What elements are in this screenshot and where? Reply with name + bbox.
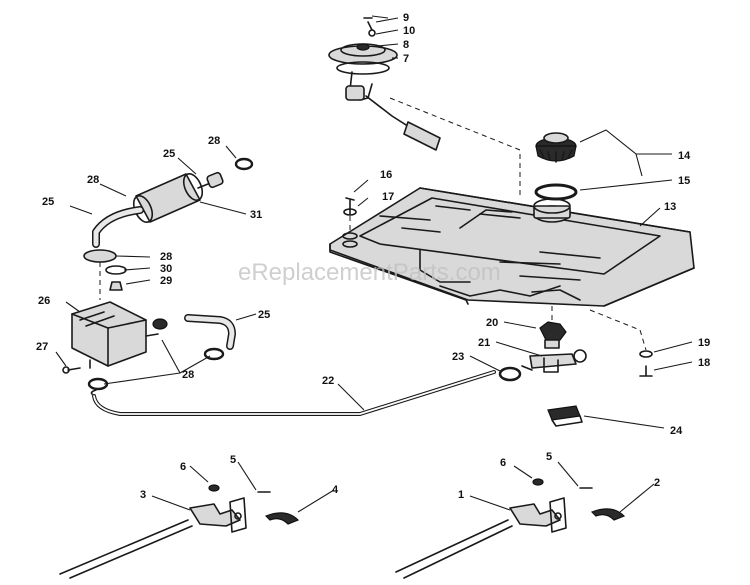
callout-26: 26 [38,295,50,307]
tank-mount-screw [342,197,358,248]
callout-25: 25 [258,309,270,321]
callout-6: 6 [500,457,506,469]
fuel-filter [132,171,224,223]
callout-28: 28 [87,174,99,186]
callout-10: 10 [403,25,415,37]
filter-hose [92,206,144,248]
cap-gasket [534,183,578,201]
watermark-text: eReplacementParts.com [238,259,501,286]
callout-6: 6 [180,461,186,473]
callout-31: 31 [250,209,262,221]
callout-9: 9 [403,12,409,24]
fuel-sender-assembly [328,15,441,151]
callout-8: 8 [403,39,409,51]
callout-28: 28 [160,251,172,263]
callout-2: 2 [654,477,660,489]
callout-20: 20 [486,317,498,329]
fuel-line-connector [547,405,583,427]
leader-lines [55,17,693,513]
fuel-cap [535,132,577,163]
callout-18: 18 [698,357,710,369]
callout-15: 15 [678,175,690,187]
shutoff-valve [521,321,587,373]
callout-23: 23 [452,351,464,363]
bracket-nut-right [532,478,544,486]
callout-22: 22 [322,375,334,387]
callout-21: 21 [478,337,490,349]
cable-clip-left [264,512,300,525]
callout-4: 4 [332,484,339,496]
callout-27: 27 [36,341,48,353]
hose-clamp [498,366,522,382]
callout-13: 13 [664,201,676,213]
callout-17: 17 [382,191,394,203]
pump-mount-screw [62,366,81,374]
tank-bottom-screw [639,350,653,377]
pump-outlet-hose [152,314,236,350]
callout-5: 5 [230,454,236,466]
bracket-nut-left [208,484,220,492]
callout-24: 24 [670,425,683,437]
fuel-line [90,370,496,416]
callout-5: 5 [546,451,552,463]
callout-28: 28 [182,369,194,381]
callout-28: 28 [208,135,220,147]
choke-bracket-left [59,497,247,579]
callout-14: 14 [678,150,691,162]
callout-29: 29 [160,275,172,287]
fuel-pump [71,301,159,369]
callout-19: 19 [698,337,710,349]
choke-bracket-right [395,497,567,579]
callout-numbers: 9 10 8 7 28 25 28 25 31 28 30 29 26 25 2… [36,12,710,501]
callout-25: 25 [163,148,175,160]
fuel-tank [329,187,695,307]
callout-16: 16 [380,169,392,181]
callout-25: 25 [42,196,54,208]
filter-hose-clamp [234,157,254,171]
callout-7: 7 [403,53,409,65]
callout-30: 30 [160,263,172,275]
callout-1: 1 [458,489,464,501]
cable-clip-right [590,508,626,521]
callout-3: 3 [140,489,146,501]
